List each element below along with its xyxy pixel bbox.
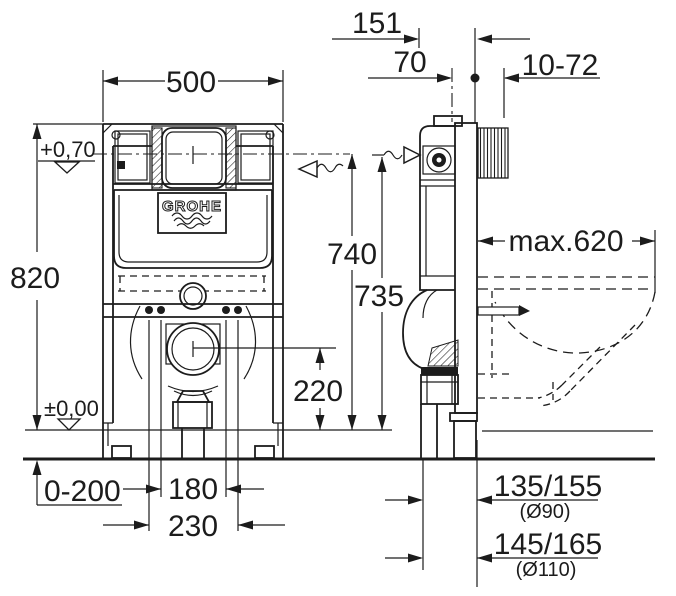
dim-740-label: 740 (327, 238, 377, 271)
dim-145165-label: 145/165 (494, 528, 602, 561)
dimension-foot-adjust: 0-200 (32, 460, 122, 508)
dim-735-label: 735 (354, 280, 404, 313)
dimension-width-500: 500 (102, 66, 284, 122)
side-view (402, 28, 656, 587)
level-marker-000: ±0,00 (44, 396, 99, 431)
dimension-bolt-180: 180 (123, 473, 264, 506)
dimension-depth-151: 151 (332, 7, 530, 48)
dim-151-label: 151 (352, 7, 402, 40)
adjustable-foot-left (111, 445, 132, 459)
mounting-rail (454, 122, 478, 414)
dimension-outlet-110: 145/165 (Ø110) (385, 528, 602, 581)
dimension-height-820: 820 (10, 123, 103, 430)
side-dimensions: 151 70 10-72 max.620 (332, 7, 656, 581)
dimension-bolt-230: 230 (103, 510, 285, 543)
level-triangle-icon (56, 418, 82, 431)
water-supply-arrow-left-icon (297, 159, 344, 179)
grohe-wave-icon (171, 212, 213, 220)
dim-180-label: 180 (168, 473, 218, 506)
wall-covering-hatch (477, 127, 509, 179)
level-triangle-icon (53, 161, 81, 174)
dim-135155-label: 135/155 (494, 470, 602, 503)
level-floor-label: ±0,00 (44, 396, 99, 421)
dim-height-label: 820 (10, 262, 60, 295)
dim-1072-label: 10-72 (522, 49, 599, 82)
dimension-wall-1072: 10-72 (503, 49, 600, 118)
fixing-bolt (222, 306, 230, 314)
middle-dimensions: 740 735 (297, 145, 422, 430)
dim-230-label: 230 (168, 510, 218, 543)
level-marker-070: +0,70 (38, 137, 96, 174)
dim-foot-adjust-label: 0-200 (44, 475, 121, 508)
fixing-bolt (145, 306, 153, 314)
adjustable-foot-right (254, 445, 275, 459)
dimension-height-735: 735 (354, 157, 404, 430)
seal-ring (421, 367, 458, 375)
water-supply-arrow-right-icon (372, 145, 422, 165)
dimension-outlet-90: 135/155 (Ø90) (385, 470, 602, 523)
dim-width-label: 500 (166, 66, 216, 99)
bowl-fixing-bolt (477, 306, 520, 316)
wall-reference-dot (470, 73, 480, 83)
floor-lines (23, 429, 655, 461)
dimension-max620: max.620 (478, 225, 656, 293)
dimension-drain-220: 220 (293, 348, 343, 430)
dim-o90-label: (Ø90) (519, 501, 570, 523)
dimension-height-740: 740 (327, 154, 377, 430)
dim-220-label: 220 (293, 375, 343, 408)
dim-70-label: 70 (393, 46, 426, 79)
dimension-offset-70: 70 (368, 46, 453, 122)
rail-foot (453, 420, 477, 459)
grohe-logo-text: GROHE (162, 198, 222, 215)
front-view: GROHE (93, 123, 350, 459)
front-dimensions: 500 820 +0,70 ±0,00 0-200 (10, 66, 343, 543)
fixing-bolt (234, 306, 242, 314)
frame-hole-left (111, 130, 121, 140)
fixing-bolt (157, 306, 165, 314)
wc-bowl-outline (478, 276, 656, 407)
dim-max620-label: max.620 (508, 225, 623, 258)
dim-o110-label: (Ø110) (516, 559, 577, 581)
level-top-label: +0,70 (40, 137, 96, 162)
grohe-logo: GROHE (157, 192, 227, 234)
